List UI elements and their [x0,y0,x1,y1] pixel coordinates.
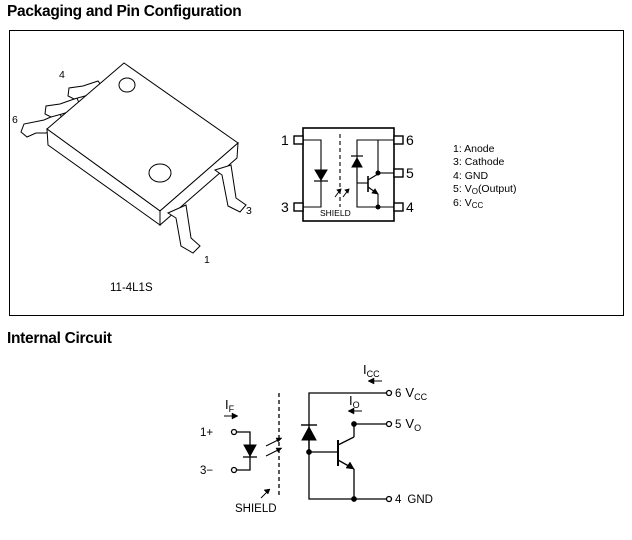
pin-stub-4 [393,202,404,212]
terminal-4 [385,495,393,503]
mark-dimple [148,163,172,183]
internal-shield-label: SHIELD [235,503,277,515]
package-frame [9,30,624,316]
pin-stub-6 [393,135,404,145]
pin-list-item: 4: GND [453,169,489,182]
pin-cfg-shield-label: SHIELD [320,208,351,218]
led-diode-icon [314,169,328,181]
terminal-3 [230,466,238,474]
packaging-heading: Packaging and Pin Configuration [7,3,242,20]
pin-list-item: 1: Anode [453,143,495,155]
lead-3 [213,164,247,213]
pin-cfg-3: 3 [281,199,289,215]
pin-stub-1 [293,135,304,145]
pin-cfg-6: 6 [406,132,414,148]
pin-stub-3 [293,202,304,212]
package-3d-drawing [20,62,247,254]
output-photodiode-icon [301,425,317,441]
pin1-dimple [118,77,136,93]
pin-cfg-4: 4 [406,199,414,215]
current-icc-label: ICC [363,362,380,379]
current-if-label: IF [225,397,235,414]
package-top [46,62,239,212]
terminal-6 [385,389,393,397]
package-code: 11-4L1S [110,282,153,294]
internal-circuit-heading: Internal Circuit [7,330,112,347]
pin-stub-5 [393,168,404,178]
pin-cfg-1: 1 [281,132,289,148]
terminal-5 [385,420,393,428]
terminal-3-label: 3− [200,465,213,477]
internal-circuit [224,377,393,503]
pin-list-item: 6: VCC [453,196,484,210]
pin-config-diagram [293,127,404,222]
pkg-pin-3-label: 3 [246,205,252,217]
pin-list-item: 5: VO(Output) [453,183,517,197]
photodiode-icon [351,156,363,168]
current-io-label: IO [349,393,360,410]
lead-1 [166,204,201,254]
package-front-right [159,141,239,227]
terminal-1 [230,428,238,436]
pin-list: 1: Anode 3: Cathode 4: GND 5: VO(Output)… [453,143,516,210]
pkg-pin-4-label: 4 [59,69,65,81]
terminal-1-label: 1+ [200,427,213,439]
pkg-pin-1-label: 1 [204,254,210,266]
pin-list-item: 3: Cathode [453,156,505,169]
input-led-icon [243,444,257,458]
pkg-pin-6-label: 6 [12,114,18,126]
pin-cfg-5: 5 [406,165,414,181]
